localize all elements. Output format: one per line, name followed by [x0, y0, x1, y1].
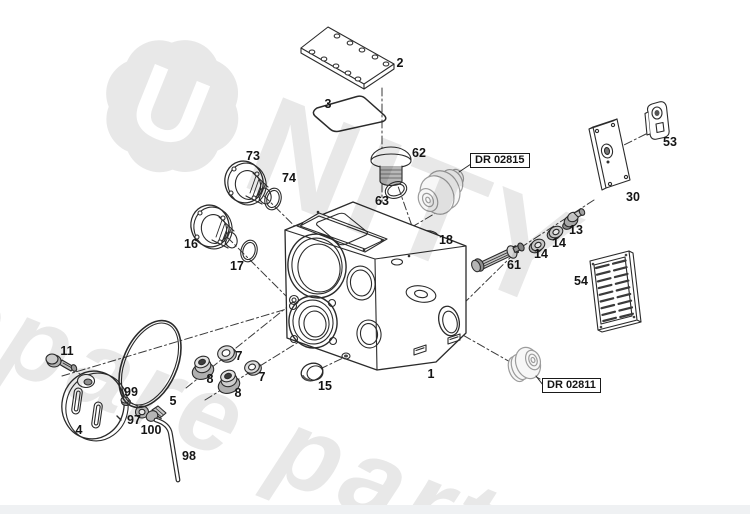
part-callout-7[interactable]: 7 [258, 370, 266, 384]
part-callout-73[interactable]: 73 [246, 149, 260, 163]
part-callout-5[interactable]: 5 [169, 394, 177, 408]
part-callout-100[interactable]: 100 [140, 423, 162, 437]
drawing-ref-02811[interactable]: DR 02811 [542, 378, 601, 393]
part-17-o-ring [240, 239, 258, 263]
part-callout-14[interactable]: 14 [534, 247, 548, 261]
part-54-grille [589, 250, 642, 333]
dr-02815-seal-ghost [417, 168, 465, 215]
part-14-washer-b [528, 238, 546, 254]
part-1-housing [284, 201, 467, 371]
part-5-o-ring [118, 319, 182, 409]
part-98-tube [153, 417, 181, 483]
part-callout-15[interactable]: 15 [318, 379, 332, 393]
part-callout-99[interactable]: 99 [124, 385, 138, 399]
part-callout-14[interactable]: 14 [552, 236, 566, 250]
part-callout-3[interactable]: 3 [324, 97, 332, 111]
part-callout-74[interactable]: 74 [282, 171, 296, 185]
part-16-bushing [190, 204, 238, 250]
part-15-plug [300, 362, 324, 382]
dr-02811-hub-ghost [507, 346, 542, 383]
part-callout-18[interactable]: 18 [439, 233, 453, 247]
part-61-bolt [471, 242, 525, 273]
part-callout-7[interactable]: 7 [235, 349, 243, 363]
part-callout-17[interactable]: 17 [230, 259, 244, 273]
part-4-cover-disc [61, 370, 129, 442]
part-callout-62[interactable]: 62 [412, 146, 426, 160]
part-7-washer-b [244, 360, 262, 376]
part-callout-63[interactable]: 63 [375, 194, 389, 208]
part-callout-1[interactable]: 1 [427, 367, 435, 381]
part-3-gasket [312, 95, 387, 133]
part-callout-61[interactable]: 61 [507, 258, 521, 272]
part-callout-11[interactable]: 11 [60, 344, 74, 358]
part-7-washer-a [217, 345, 237, 363]
part-74-o-ring [264, 187, 282, 211]
part-callout-4[interactable]: 4 [75, 423, 83, 437]
part-53-bracket [644, 101, 670, 140]
part-callout-53[interactable]: 53 [663, 135, 677, 149]
part-63-o-ring [384, 181, 408, 199]
part-callout-13[interactable]: 13 [569, 223, 583, 237]
part-30-plate [588, 118, 631, 191]
part-2-cover-plate [300, 26, 395, 90]
part-callout-16[interactable]: 16 [184, 237, 198, 251]
footer-strip [0, 505, 750, 514]
part-8-flanged-nut-b [217, 369, 241, 394]
part-callout-98[interactable]: 98 [182, 449, 196, 463]
part-callout-8[interactable]: 8 [234, 386, 242, 400]
part-62-cap [370, 146, 412, 187]
part-callout-30[interactable]: 30 [626, 190, 640, 204]
part-13-fitting [562, 208, 586, 230]
part-14-washer-a [546, 225, 564, 241]
drawing-ref-02815[interactable]: DR 02815 [470, 153, 530, 168]
part-callout-54[interactable]: 54 [574, 274, 588, 288]
part-11-bolt [45, 353, 78, 372]
part-callout-2[interactable]: 2 [396, 56, 404, 70]
part-callout-97[interactable]: 97 [127, 413, 141, 427]
part-callout-8[interactable]: 8 [206, 372, 214, 386]
part-8-flanged-nut-a [191, 355, 215, 380]
